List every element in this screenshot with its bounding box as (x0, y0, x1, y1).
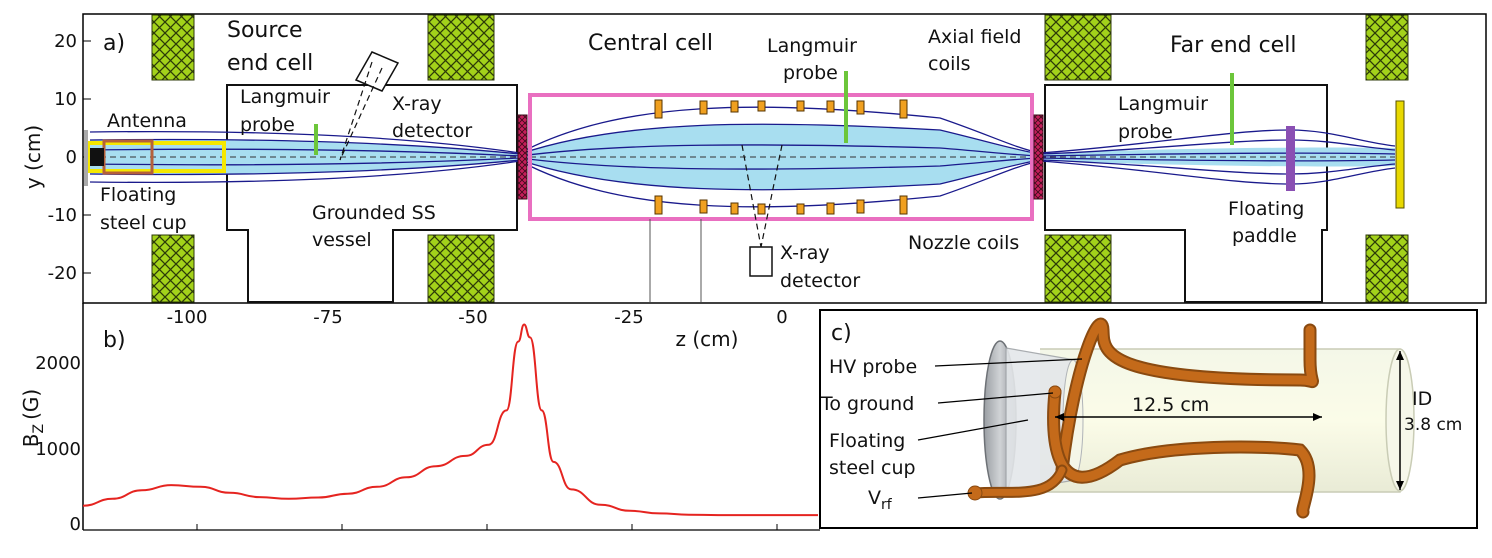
xray-sightline (339, 67, 383, 161)
field-lines (89, 106, 1396, 208)
ytick-label: -20 (48, 263, 77, 284)
detector-label: detector (392, 120, 472, 142)
vrf-main: V (868, 487, 881, 509)
central-cell-coils (654, 99, 908, 215)
cup-back (90, 148, 104, 166)
langmuir-label: Langmuir (240, 86, 330, 108)
xtick-label: -25 (614, 307, 643, 328)
steel-cup-label: steel cup (829, 457, 916, 479)
ytick-label: 2000 (35, 353, 81, 374)
langmuir-label: Langmuir (767, 35, 857, 57)
floating-label: Floating (829, 430, 905, 452)
xtick-labels: -100 -75 -50 -25 0 (167, 307, 788, 328)
xtick-label: -100 (167, 307, 208, 328)
paddle-label: paddle (1232, 225, 1297, 247)
axial-coil (427, 234, 495, 303)
floating-label: Floating (100, 184, 176, 206)
xray-label: X-ray (392, 93, 442, 115)
panel-c-label: c) (831, 321, 852, 346)
floating-paddle (1286, 126, 1295, 191)
axial-coil (427, 14, 495, 81)
axial-coil (151, 14, 195, 81)
xtick-label: -50 (458, 307, 487, 328)
grounded-ss-label: Grounded SS (312, 202, 436, 224)
end-cell-label: end cell (227, 51, 313, 76)
to-ground-label: To ground (820, 393, 914, 415)
end-plate (1395, 100, 1405, 209)
ytick-label: -10 (48, 205, 77, 226)
ylabel-main: B (19, 433, 43, 447)
coils-label: coils (928, 53, 971, 75)
antenna-straps (969, 317, 1319, 519)
xtick-label: 0 (776, 307, 787, 328)
xray-label: X-ray (780, 242, 830, 264)
far-end-cell-label: Far end cell (1170, 33, 1296, 58)
antenna-label: Antenna (107, 110, 187, 132)
detector-label: detector (780, 270, 860, 292)
panel-a-yaxis-label: y (cm) (21, 125, 45, 189)
grounded-ss-vessel (226, 84, 518, 303)
floating-label: Floating (1228, 198, 1304, 220)
nozzle-coils-label: Nozzle coils (908, 232, 1019, 254)
ground-terminal (1048, 385, 1062, 399)
source-wall (84, 130, 88, 186)
length-label: 12.5 cm (1132, 394, 1209, 416)
ylabel-unit: (G) (19, 389, 43, 420)
id-value-label: 3.8 cm (1404, 415, 1462, 435)
nozzle-coil (517, 114, 528, 200)
vrf-sub: rf (881, 497, 893, 513)
panel-a-label: a) (103, 31, 125, 56)
panel-b-ylabel: BZ (G) (19, 389, 47, 447)
central-cell-box (528, 93, 1034, 221)
ytick-label: 10 (54, 89, 77, 110)
axial-coil (1365, 14, 1409, 81)
id-label: ID (1412, 388, 1432, 410)
ytick-label: 20 (54, 31, 77, 52)
xray-sightline (339, 61, 373, 161)
xray-sightline (760, 144, 783, 248)
hv-probe-label: HV probe (829, 356, 917, 378)
vessel-label: vessel (312, 229, 372, 251)
leader-lines (917, 358, 1083, 499)
central-cell-label: Central cell (588, 31, 713, 56)
axial-coil (151, 234, 195, 303)
steel-cup-label: steel cup (100, 212, 187, 234)
panel-a-frame (82, 13, 1487, 304)
xray-sightline (741, 144, 762, 248)
xtick-label: -75 (313, 307, 342, 328)
ytick-label: 0 (70, 514, 81, 535)
xaxis-label: z (cm) (676, 327, 739, 351)
source-label: Source (227, 18, 303, 43)
probe-label: probe (240, 114, 295, 136)
axial-field-label: Axial field (928, 26, 1021, 48)
probe-label: probe (1118, 121, 1173, 143)
axial-coil (1044, 14, 1112, 81)
vrf-label: Vrf (868, 487, 893, 513)
xray-detector-central (749, 246, 773, 277)
probe-label: probe (783, 62, 838, 84)
panel-a-yticks: 20 10 0 -10 -20 (48, 31, 91, 284)
langmuir-label: Langmuir (1118, 93, 1208, 115)
ylabel-sub: Z (31, 424, 47, 434)
bz-curve (82, 323, 818, 517)
panel-b: b) 2000 1000 0 BZ (G) (19, 303, 820, 535)
panel-c: c) HV probe (819, 309, 1478, 529)
ytick-label: 0 (66, 147, 77, 168)
axial-coil (1044, 234, 1112, 303)
nozzle-coil (1033, 114, 1044, 200)
bz-ticks (196, 524, 778, 530)
ytick-label: 1000 (35, 439, 81, 460)
axial-coil (1365, 234, 1409, 303)
panel-b-label: b) (103, 328, 126, 353)
panel-a: 20 10 0 -10 -20 y (cm) (21, 13, 1487, 351)
